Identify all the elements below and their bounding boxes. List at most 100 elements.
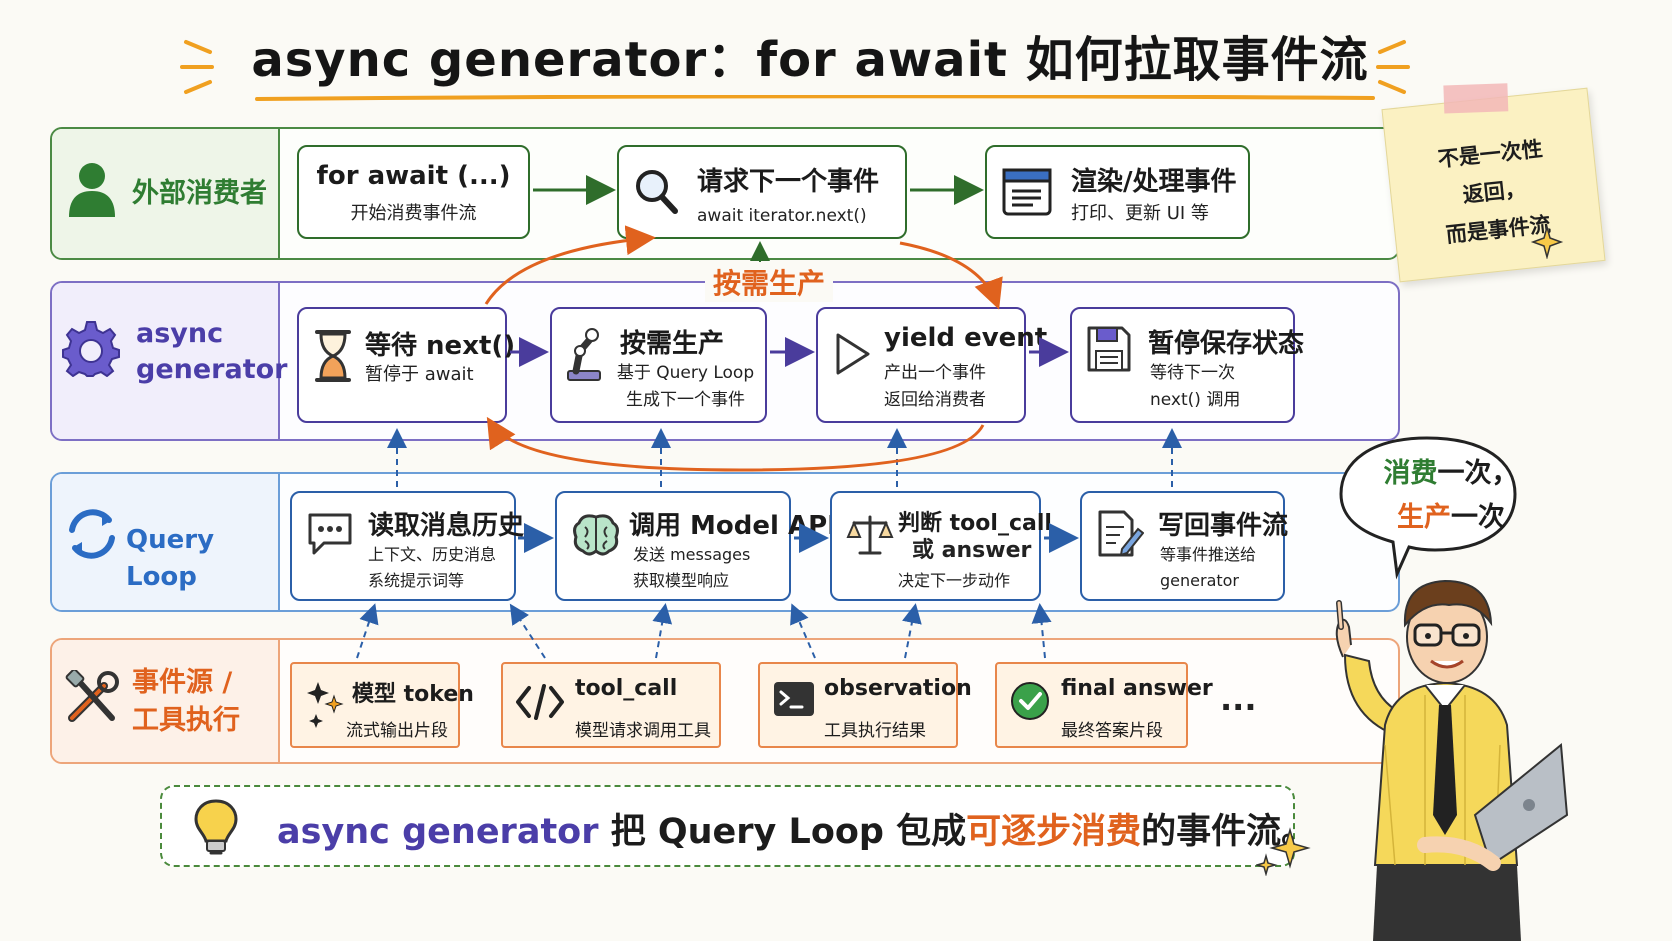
- lane-generator-label-1: async: [136, 318, 224, 349]
- bubble-once-2: 一次: [1451, 502, 1505, 533]
- note-tool-call: tool_call 模型请求调用工具: [501, 662, 721, 748]
- box-read-history: 读取消息历史 上下文、历史消息 系统提示词等: [290, 491, 525, 601]
- page-title: async generator：for await 如何拉取事件流: [251, 32, 1369, 88]
- box-yield-event-sub1: 产出一个事件: [884, 363, 986, 383]
- box-render-event-title: 渲染/处理事件: [1071, 167, 1237, 197]
- summary-part-1: async generator: [277, 812, 599, 852]
- box-call-model-api-sub2: 获取模型响应: [633, 571, 730, 590]
- box-pause-save-state: 暂停保存状态 等待下一次 next() 调用: [1070, 307, 1305, 423]
- code-brackets-icon: [516, 684, 564, 720]
- lane-generator-label-2: generator: [136, 354, 288, 385]
- box-write-back-sub2: generator: [1160, 571, 1240, 590]
- box-judge-tool-call-title2: 或 answer: [912, 538, 1032, 563]
- check-circle-icon: [1011, 682, 1049, 720]
- box-yield-event: yield event 产出一个事件 返回给消费者: [816, 307, 1047, 423]
- scales-icon: [846, 515, 894, 555]
- note-final-answer-title: final answer: [1061, 676, 1213, 701]
- box-write-back-sub1: 等事件推送给: [1160, 545, 1257, 564]
- box-read-history-sub1: 上下文、历史消息: [368, 545, 497, 564]
- box-wait-next-sub: 暂停于 await: [365, 364, 474, 385]
- box-produce-on-demand-sub1: 基于 Query Loop: [616, 363, 755, 383]
- speech-bubble-text: 消费一次， 生产一次: [1376, 452, 1526, 540]
- note-observation-title: observation: [824, 676, 972, 701]
- hourglass-icon: [315, 330, 351, 382]
- play-icon: [836, 333, 870, 375]
- lightbulb-icon: [194, 799, 238, 855]
- box-pause-save-state-sub2: next() 调用: [1150, 390, 1241, 410]
- box-render-event: 渲染/处理事件 打印、更新 UI 等: [985, 145, 1250, 239]
- sparkle-icon: [1530, 225, 1564, 259]
- box-wait-next-title: 等待 next(): [365, 331, 516, 361]
- tools-icon: [65, 670, 119, 722]
- bubble-produce: 生产: [1397, 502, 1451, 533]
- browser-window-icon: [1002, 168, 1052, 216]
- presenter-character-icon: [1335, 579, 1569, 941]
- box-wait-next: 等待 next() 暂停于 await: [297, 307, 516, 423]
- lane-consumer-header: 外部消费者: [52, 129, 280, 258]
- box-request-next-title: 请求下一个事件: [697, 167, 880, 197]
- box-read-history-title: 读取消息历史: [368, 511, 525, 541]
- lane-queryloop-header: Query Loop: [52, 474, 280, 610]
- lane-sources-header: 事件源 / 工具执行: [52, 640, 280, 762]
- box-pause-save-state-title: 暂停保存状态: [1148, 329, 1305, 359]
- box-pause-save-state-sub1: 等待下一次: [1150, 363, 1235, 383]
- refresh-icon: [69, 509, 115, 559]
- note-observation-sub: 工具执行结果: [824, 721, 926, 741]
- bubble-consume: 消费: [1383, 458, 1438, 489]
- terminal-icon: [774, 682, 814, 716]
- box-request-next-sub: await iterator.next(): [697, 206, 867, 226]
- box-call-model-api-sub1: 发送 messages: [633, 545, 751, 564]
- note-model-token-sub: 流式输出片段: [346, 721, 448, 741]
- note-tool-call-sub: 模型请求调用工具: [575, 721, 711, 741]
- box-render-event-sub: 打印、更新 UI 等: [1071, 203, 1209, 224]
- box-for-await-sub: 开始消费事件流: [350, 203, 477, 224]
- bubble-once-1: 一次，: [1437, 458, 1519, 489]
- speech-bubble: [1339, 436, 1517, 580]
- summary-part-3: 可逐步消费: [966, 812, 1142, 852]
- summary-box: async generator 把 Query Loop 包成可逐步消费的事件流…: [160, 785, 1316, 867]
- note-model-token-title: 模型 token: [352, 682, 474, 707]
- box-write-back-title: 写回事件流: [1158, 511, 1289, 541]
- note-observation: observation 工具执行结果: [758, 662, 972, 748]
- note-tool-call-title: tool_call: [575, 676, 678, 701]
- sticky-note: 不是一次性 返回， 而是事件流: [1381, 83, 1606, 283]
- box-write-back: 写回事件流 等事件推送给 generator: [1080, 491, 1289, 601]
- cycle-arrow-top-right: [899, 241, 1003, 310]
- sticky-tape: [1443, 83, 1509, 114]
- more-sources-ellipsis: ...: [1220, 680, 1257, 718]
- title-underline: [255, 95, 1375, 101]
- box-for-await: for await (...) 开始消费事件流: [297, 145, 530, 239]
- emphasis-marks-left-icon: [180, 40, 214, 94]
- box-read-history-sub2: 系统提示词等: [368, 571, 465, 590]
- cycle-arrow-bottom: [486, 416, 985, 472]
- emphasis-marks-right-icon: [1376, 40, 1410, 94]
- lane-generator-header: async generator: [52, 283, 287, 439]
- lane-queryloop-label: Query Loop: [126, 525, 215, 592]
- lane-sources-label-2: 工具执行: [132, 705, 240, 736]
- note-final-answer-sub: 最终答案片段: [1061, 721, 1163, 741]
- summary-part-2: 把 Query Loop 包成: [598, 812, 967, 852]
- box-produce-on-demand-sub2: 生成下一个事件: [626, 390, 745, 410]
- person-icon: [69, 163, 115, 217]
- note-final-answer: final answer 最终答案片段: [995, 662, 1213, 748]
- sparkles-bottom-icon: [1256, 827, 1311, 876]
- box-produce-on-demand-title: 按需生产: [620, 329, 725, 359]
- box-produce-on-demand: 按需生产 基于 Query Loop 生成下一个事件: [550, 307, 767, 423]
- gear-icon: [62, 321, 120, 377]
- chat-bubble-icon: [308, 513, 352, 555]
- box-yield-event-sub2: 返回给消费者: [884, 390, 986, 410]
- box-judge-tool-call: 判断 tool_call 或 answer 决定下一步动作: [830, 491, 1052, 601]
- floppy-disk-icon: [1087, 326, 1131, 372]
- lane-sources-label-1: 事件源 /: [132, 667, 233, 698]
- summary-text: async generator 把 Query Loop 包成可逐步消费的事件流…: [277, 803, 1316, 854]
- box-judge-tool-call-title: 判断 tool_call: [898, 511, 1052, 536]
- brain-icon: [573, 514, 619, 556]
- magnifier-icon: [636, 170, 678, 214]
- box-for-await-title: for await (...): [316, 161, 511, 191]
- box-request-next: 请求下一个事件 await iterator.next(): [617, 145, 907, 239]
- cycle-label: 按需生产: [705, 262, 834, 302]
- note-model-token: 模型 token 流式输出片段: [290, 662, 474, 748]
- lane-consumer-label: 外部消费者: [132, 178, 267, 209]
- box-judge-tool-call-sub1: 决定下一步动作: [898, 571, 1011, 590]
